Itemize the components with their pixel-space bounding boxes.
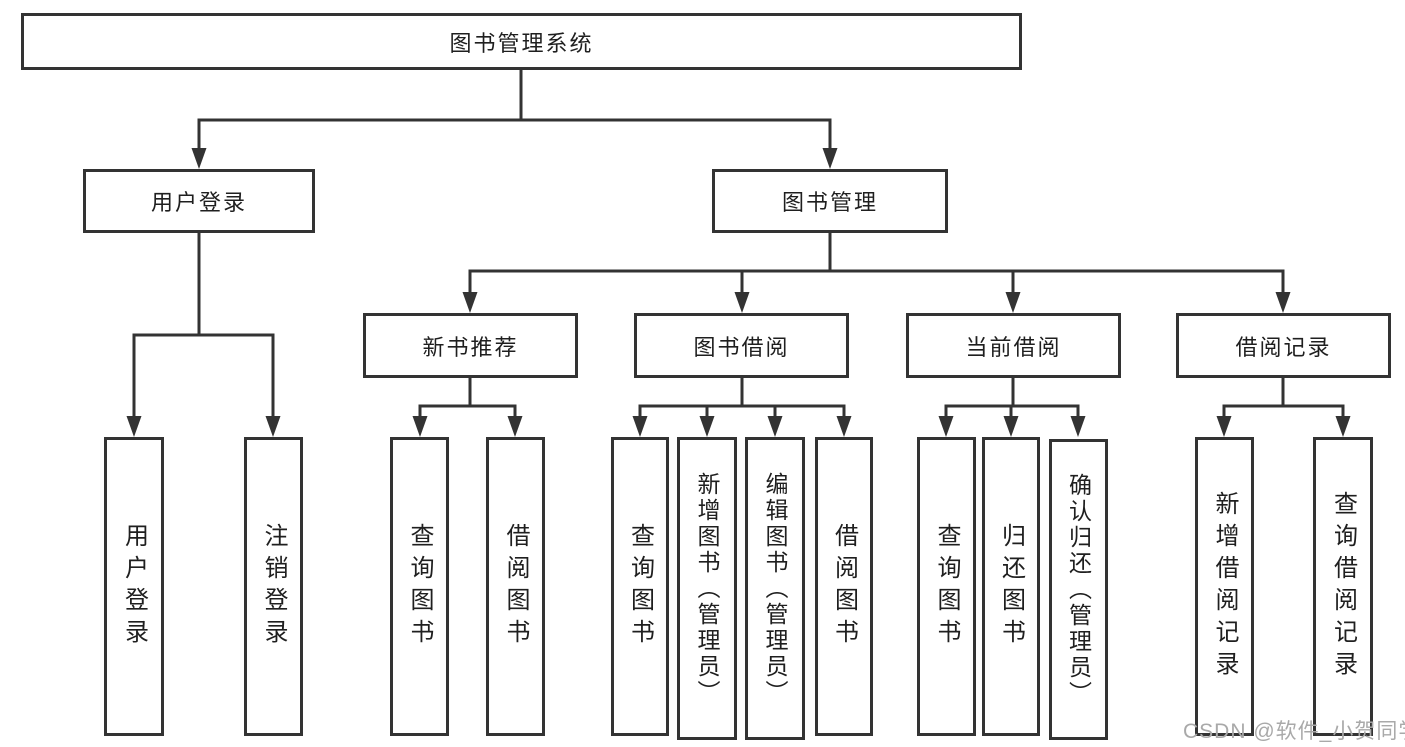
arrowhead: [699, 416, 715, 437]
node-leaf-add-borrow-record: 新增借阅记录: [1195, 437, 1254, 736]
arrowhead: [191, 148, 207, 169]
node-leaf-edit-book-admin: 编辑图书（管理员）: [745, 437, 805, 740]
arrowhead: [1216, 416, 1232, 437]
arrowhead: [126, 416, 142, 437]
node-root: 图书管理系统: [21, 13, 1022, 70]
arrowhead: [1003, 416, 1019, 437]
node-leaf-query-books-3: 查询图书: [917, 437, 976, 736]
arrowhead: [938, 416, 954, 437]
arrowhead: [1070, 416, 1086, 437]
node-current-borrowing: 当前借阅: [906, 313, 1121, 378]
arrowhead: [1005, 292, 1021, 313]
node-leaf-return-book: 归还图书: [982, 437, 1040, 736]
node-book-management: 图书管理: [712, 169, 948, 233]
arrowhead: [836, 416, 852, 437]
arrowhead: [507, 416, 523, 437]
node-leaf-borrow-books-2: 借阅图书: [815, 437, 873, 736]
arrowhead: [632, 416, 648, 437]
node-leaf-logout: 注销登录: [244, 437, 303, 736]
arrowhead: [1275, 292, 1291, 313]
node-new-book-recommend: 新书推荐: [363, 313, 578, 378]
arrowhead: [265, 416, 281, 437]
node-leaf-add-book-admin: 新增图书（管理员）: [677, 437, 737, 740]
arrowhead: [767, 416, 783, 437]
node-book-borrowing: 图书借阅: [634, 313, 849, 378]
node-leaf-confirm-return-admin: 确认归还（管理员）: [1049, 439, 1108, 740]
node-user-login: 用户登录: [83, 169, 315, 233]
arrowhead: [734, 292, 750, 313]
node-leaf-borrow-books-1: 借阅图书: [486, 437, 545, 736]
arrowhead: [822, 148, 838, 169]
node-borrowing-records: 借阅记录: [1176, 313, 1391, 378]
node-leaf-query-books-1: 查询图书: [390, 437, 449, 736]
arrowhead: [1335, 416, 1351, 437]
arrowhead: [462, 292, 478, 313]
node-leaf-user-login: 用户登录: [104, 437, 164, 736]
node-leaf-query-books-2: 查询图书: [611, 437, 669, 736]
node-leaf-query-borrow-record: 查询借阅记录: [1313, 437, 1373, 736]
watermark: CSDN @软件_小贺同学: [1183, 720, 1405, 743]
arrowhead: [412, 416, 428, 437]
